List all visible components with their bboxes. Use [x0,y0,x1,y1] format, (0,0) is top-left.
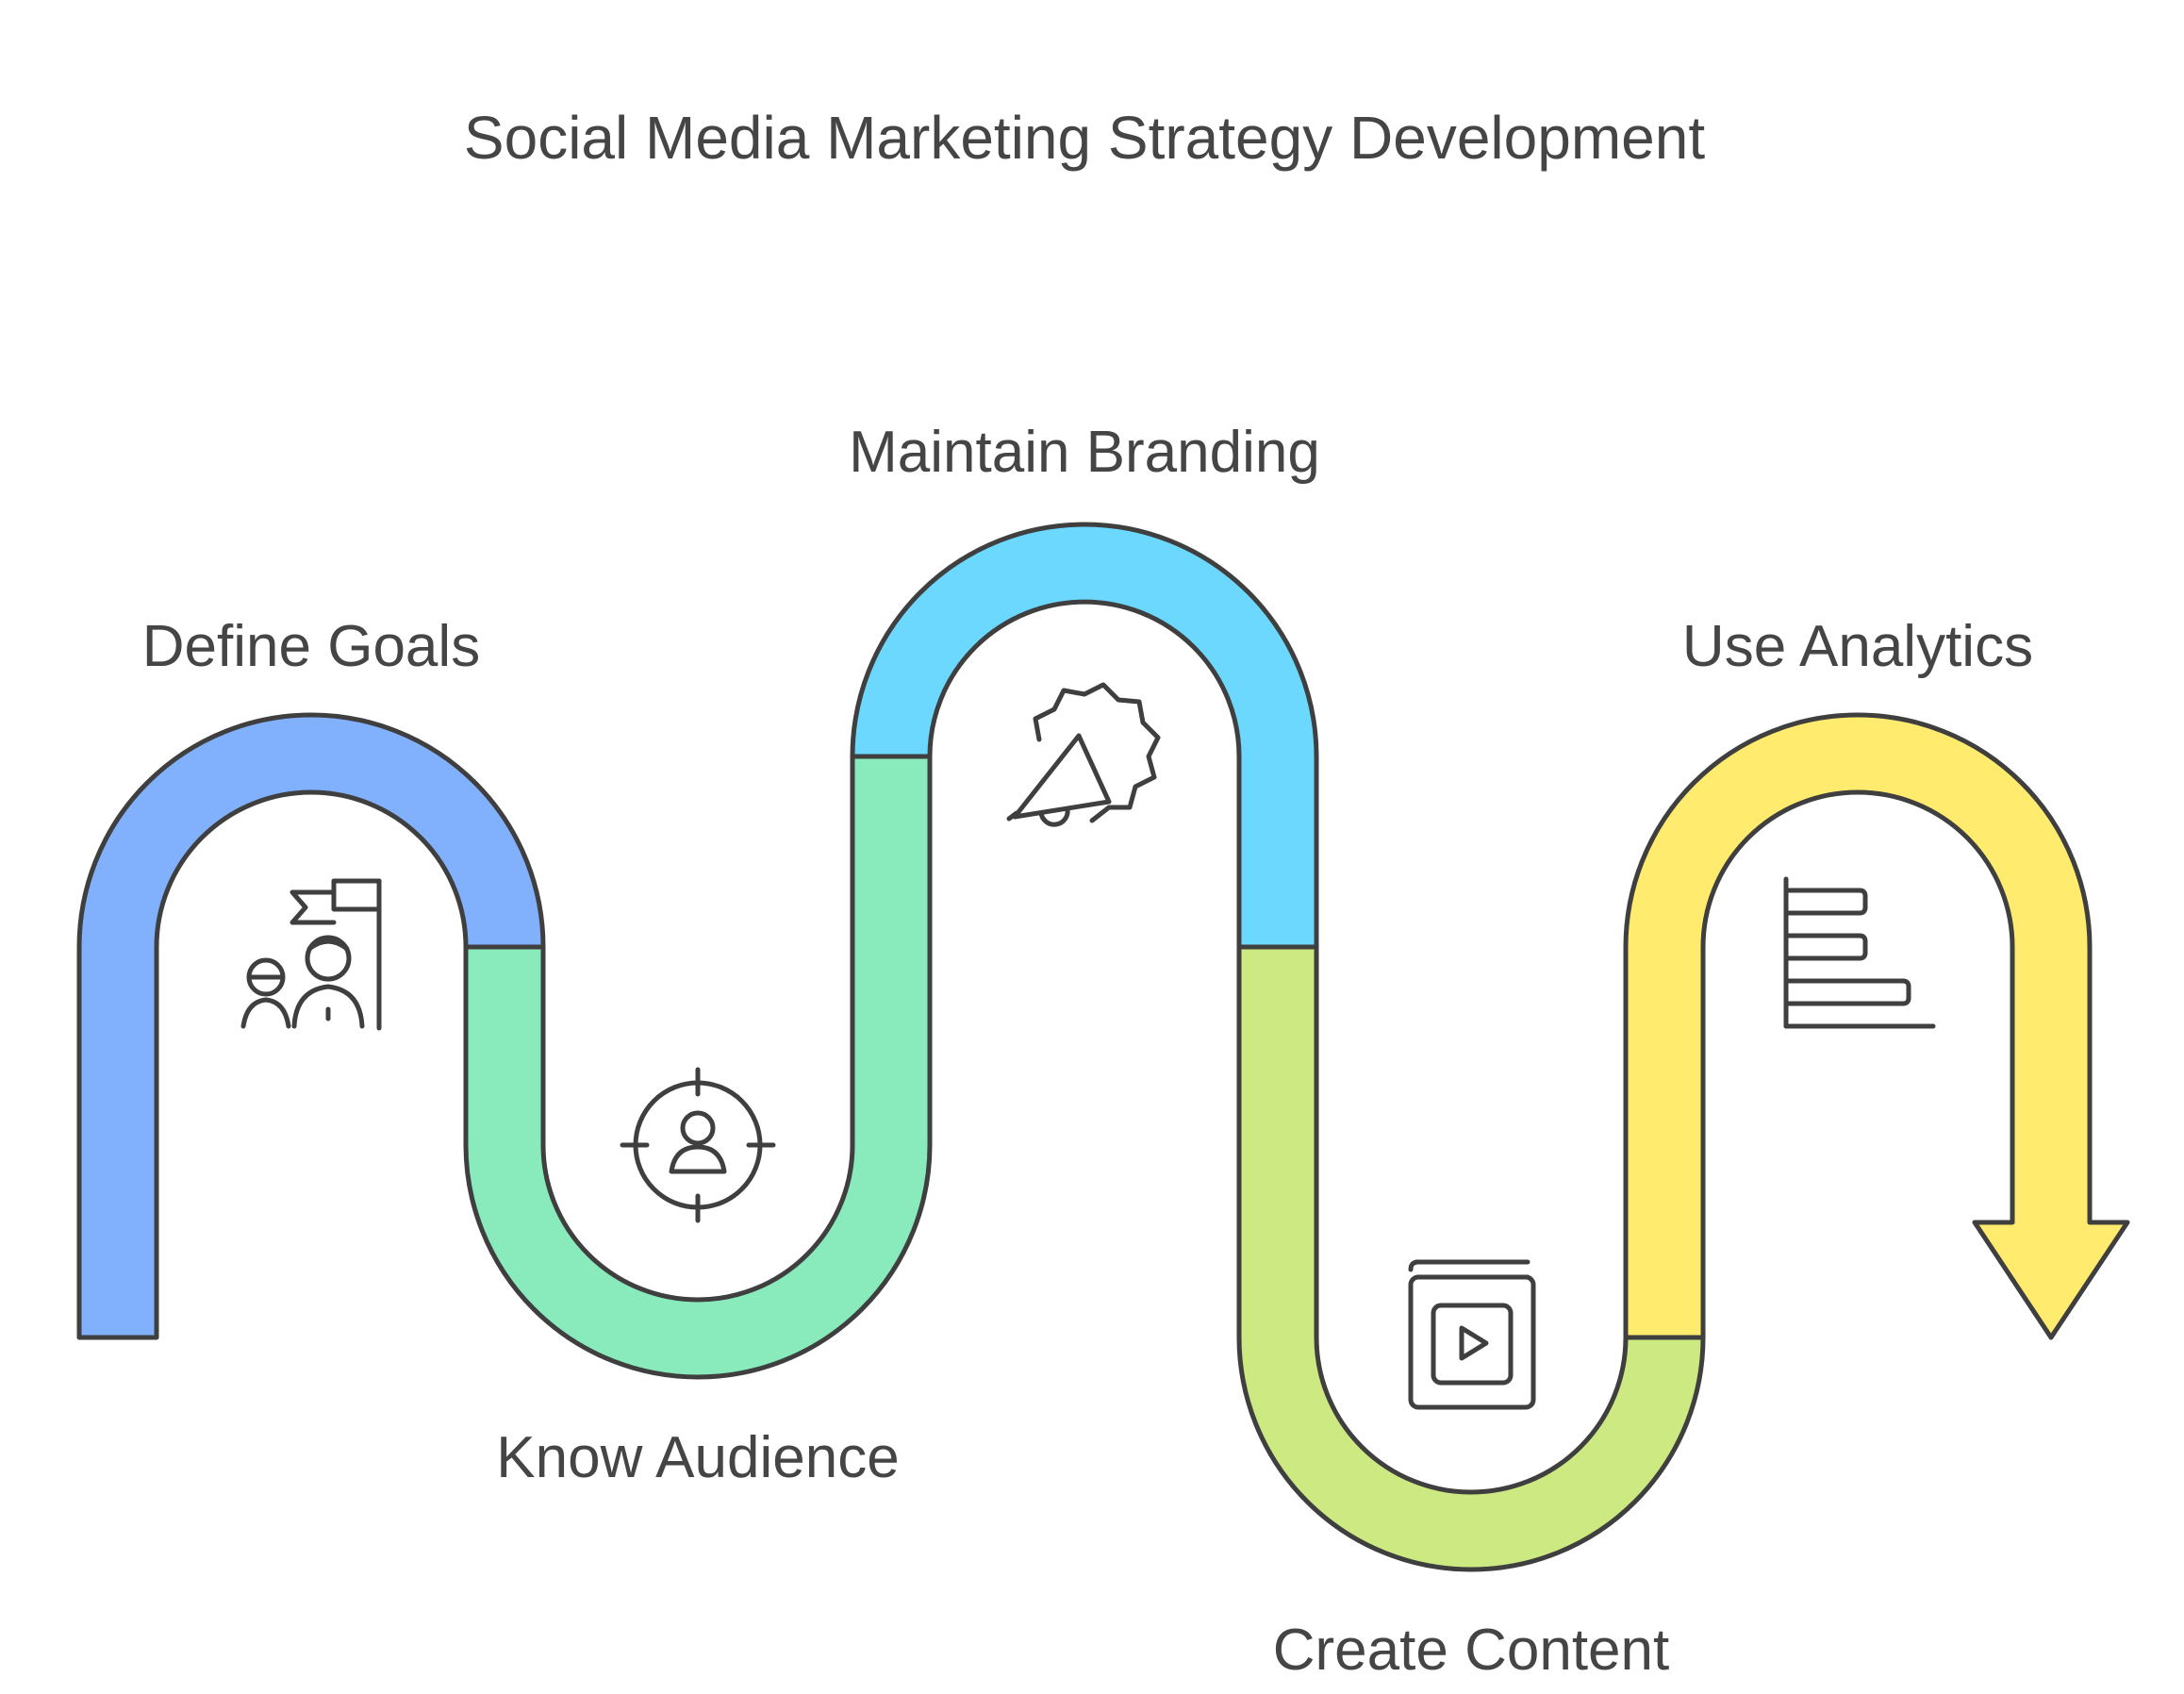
video-content-icon [1408,1259,1536,1410]
path-segment-maintain-branding [850,522,1319,950]
bar-chart-icon [1783,876,1936,1029]
path-segment-use-analytics [1623,712,2130,1340]
step-label-create-content: Create Content [1273,1618,1669,1683]
diagram-title: Social Media Marketing Strategy Developm… [464,104,1705,172]
step-label-use-analytics: Use Analytics [1682,614,2033,679]
path-segment-define-goals [76,712,546,1340]
path-segment-create-content [1236,944,1706,1572]
serpentine-path [76,522,2130,1572]
step-label-maintain-branding: Maintain Branding [849,420,1320,485]
megaphone-badge-icon [1006,682,1161,827]
step-label-define-goals: Define Goals [142,614,480,679]
step-label-know-audience: Know Audience [496,1425,899,1490]
path-segment-know-audience [463,754,933,1380]
goal-team-flag-icon [240,878,382,1031]
target-audience-icon [620,1067,776,1223]
